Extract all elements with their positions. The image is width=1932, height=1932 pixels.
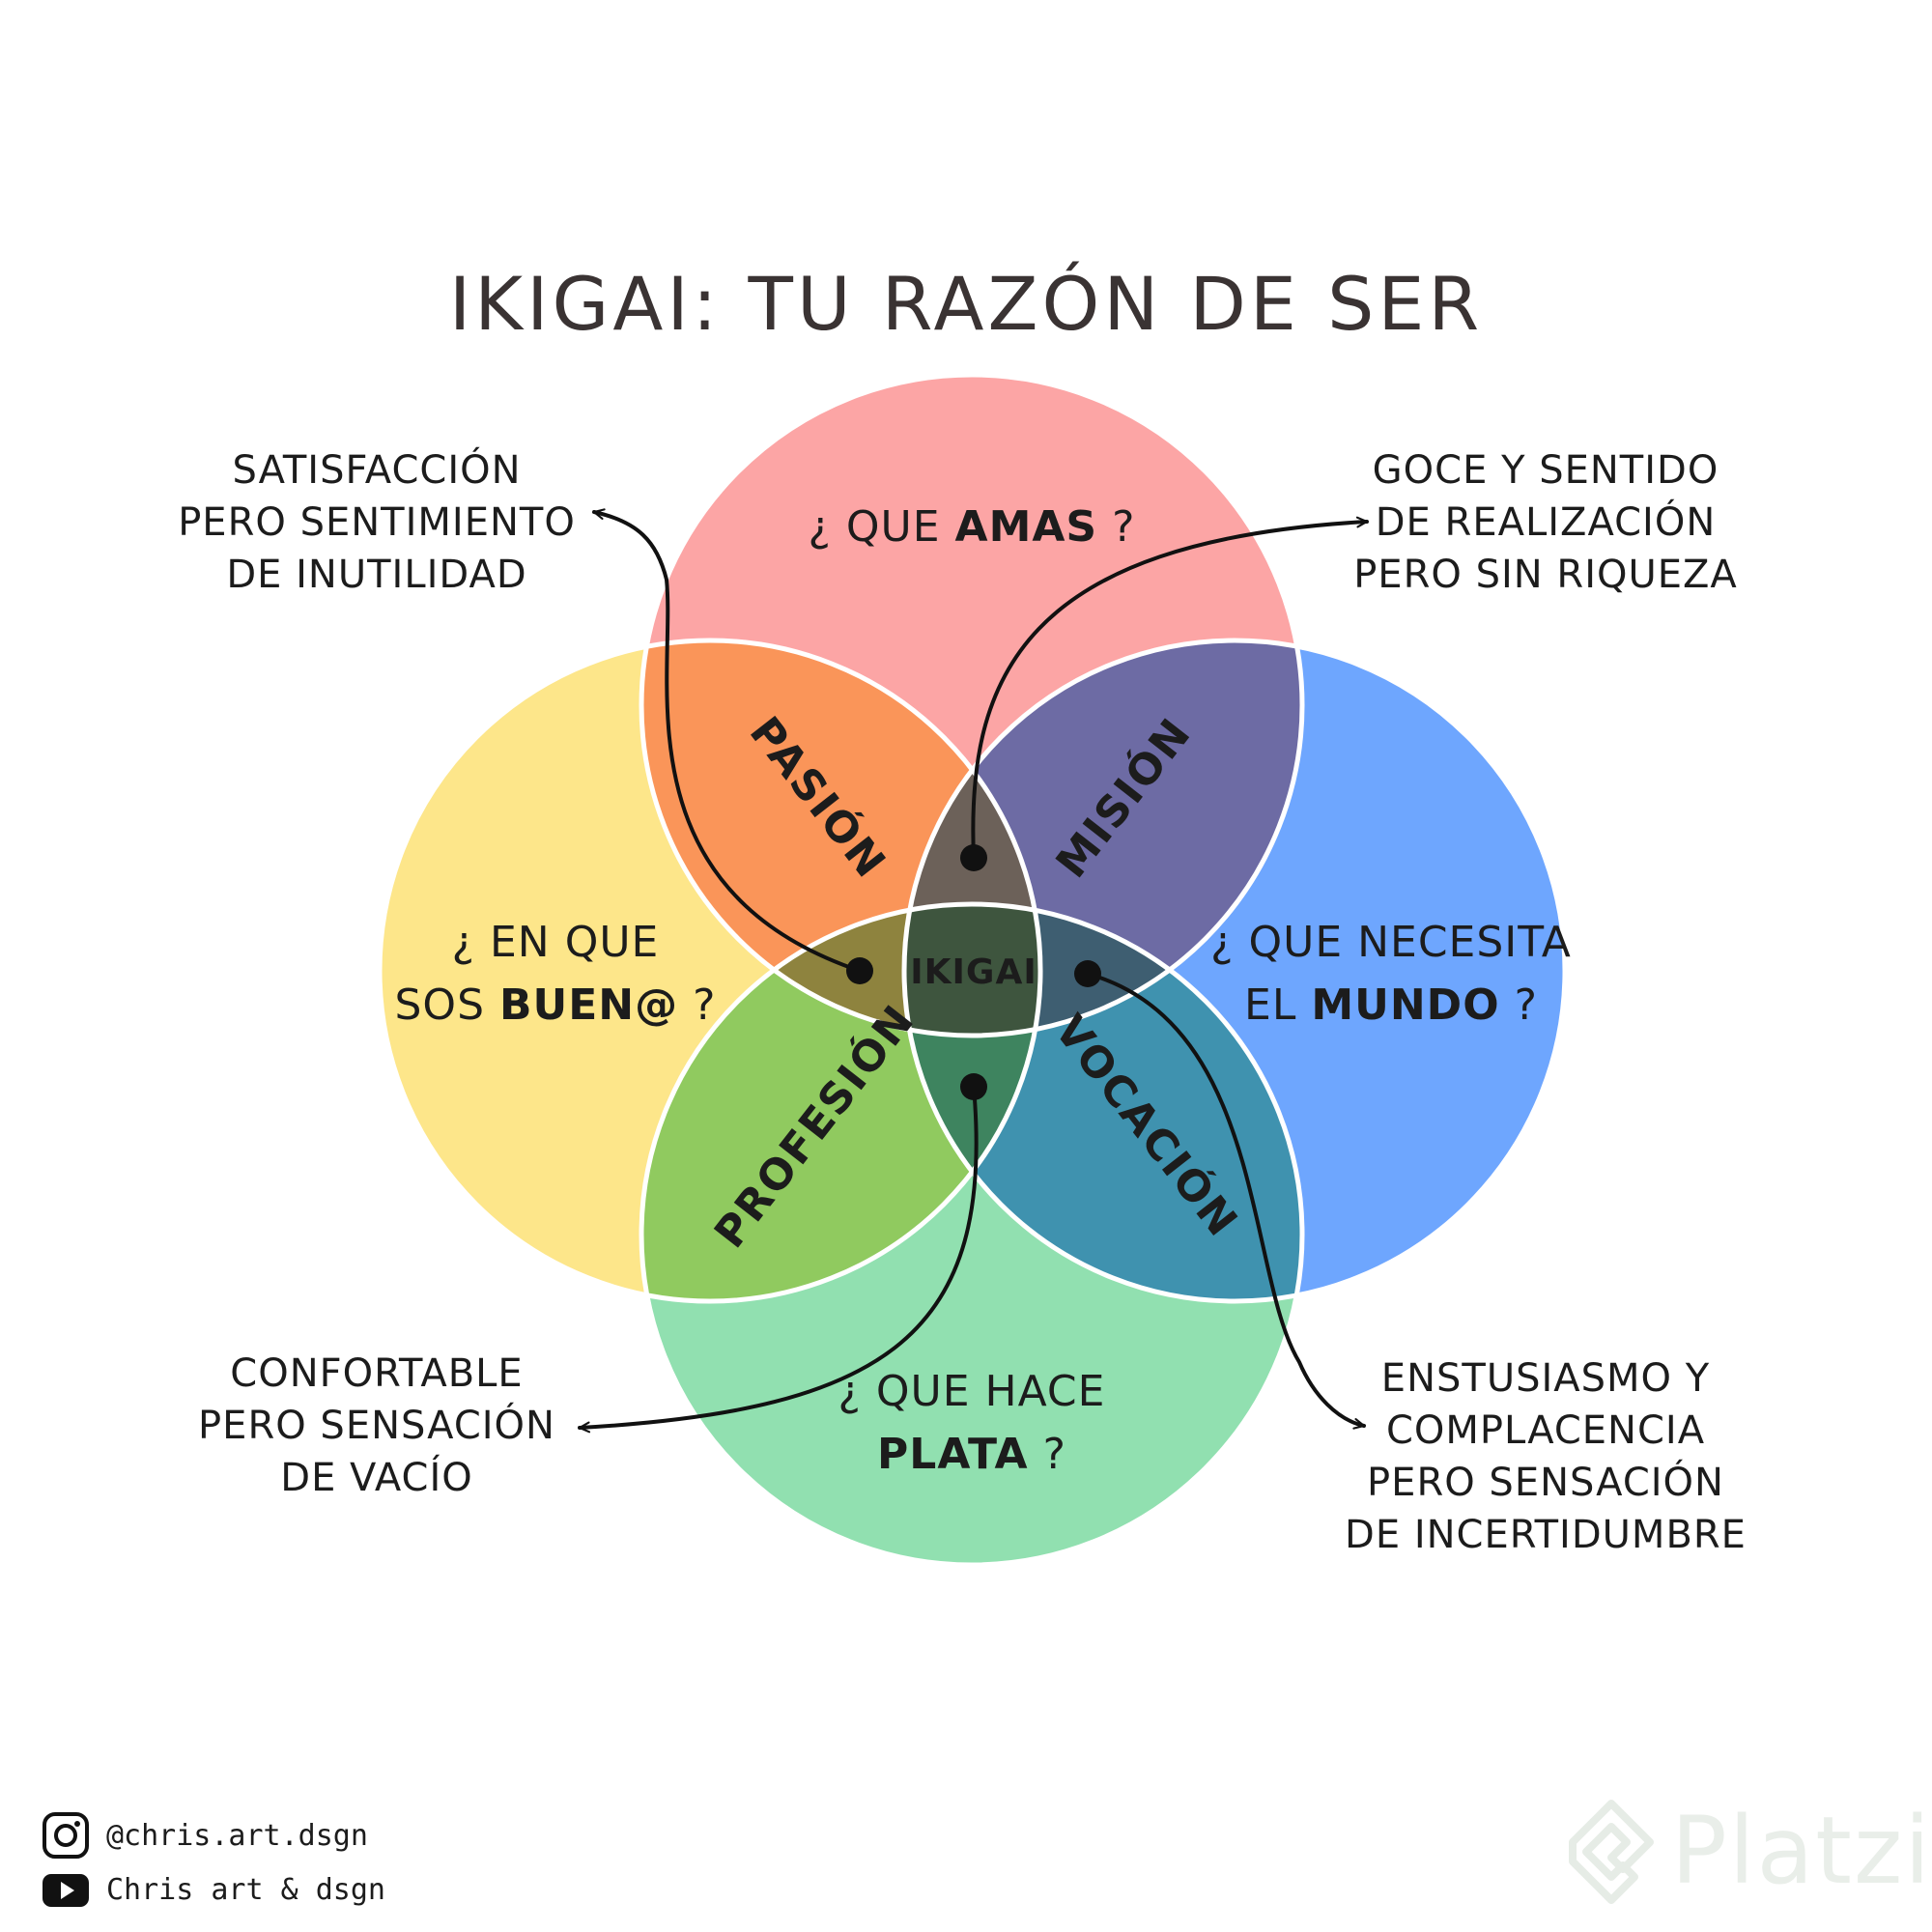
youtube-icon	[43, 1874, 89, 1907]
question-paid-line1: ¿ QUE HACE	[838, 1367, 1106, 1416]
note-line: CONFORTABLE	[230, 1351, 524, 1396]
note-line: DE VACÍO	[280, 1456, 473, 1500]
note-line: SATISFACCIÓN	[232, 448, 522, 493]
question-paid-line2: PLATA ?	[877, 1430, 1066, 1479]
youtube-handle: Chris art & dsgn	[106, 1872, 385, 1907]
note-line: DE REALIZACIÓN	[1375, 500, 1717, 545]
question-good-line1: ¿ EN QUE	[452, 918, 660, 967]
question-good-line2: SOS BUEN@ ?	[395, 980, 717, 1030]
page-title: IKIGAI: TU RAZÓN DE SER	[448, 261, 1484, 347]
question-world-line2: EL MUNDO ?	[1244, 980, 1538, 1030]
circle-outline	[639, 901, 1305, 1568]
note-line: DE INUTILIDAD	[226, 553, 527, 597]
question-world-line1: ¿ QUE NECESITA	[1210, 918, 1572, 967]
note-line: DE INCERTIDUMBRE	[1345, 1513, 1747, 1557]
arrow-top-right	[971, 516, 1369, 860]
note-top-left: SATISFACCIÓN PERO SENTIMIENTO DE INUTILI…	[106, 444, 647, 601]
note-line: ENSTUSIASMO Y	[1380, 1356, 1711, 1401]
platzi-watermark-text: Platzi	[1670, 1797, 1932, 1905]
dot-mission	[960, 844, 987, 871]
arrow-top-left	[592, 508, 862, 973]
dot-vocation	[1074, 960, 1101, 987]
instagram-handle: @chris.art.dsgn	[106, 1818, 368, 1853]
note-line: GOCE Y SENTIDO	[1372, 448, 1719, 493]
circle-outline	[377, 638, 1043, 1304]
note-line: COMPLACENCIA	[1385, 1408, 1706, 1453]
note-line: PERO SENTIMIENTO	[178, 500, 576, 545]
platzi-logo-icon	[1568, 1800, 1654, 1904]
arrow-bottom-left	[578, 1085, 979, 1434]
platzi-watermark: Platzi	[1565, 1797, 1932, 1905]
instagram-icon	[43, 1812, 89, 1859]
circle-paid	[641, 904, 1302, 1565]
circle-outline	[901, 638, 1568, 1304]
note-top-right: GOCE Y SENTIDO DE REALIZACIÓN PERO SIN R…	[1275, 444, 1816, 601]
note-line: PERO SIN RIQUEZA	[1353, 553, 1738, 597]
label-ikigai-center: IKIGAI	[910, 952, 1037, 992]
note-line: PERO SENSACIÓN	[198, 1404, 555, 1448]
dot-profession	[960, 1073, 987, 1100]
instagram-link[interactable]: @chris.art.dsgn	[41, 1812, 368, 1859]
dot-passion	[846, 957, 873, 984]
question-love: ¿ QUE AMAS ?	[809, 502, 1136, 552]
note-bottom-left: CONFORTABLE PERO SENSACIÓN DE VACÍO	[106, 1348, 647, 1504]
note-line: PERO SENSACIÓN	[1367, 1461, 1724, 1505]
circle-outline	[639, 372, 1305, 1038]
note-bottom-right: ENSTUSIASMO Y COMPLACENCIA PERO SENSACIÓ…	[1275, 1352, 1816, 1561]
arrow-bottom-right	[1086, 972, 1366, 1430]
youtube-link[interactable]: Chris art & dsgn	[41, 1866, 385, 1913]
